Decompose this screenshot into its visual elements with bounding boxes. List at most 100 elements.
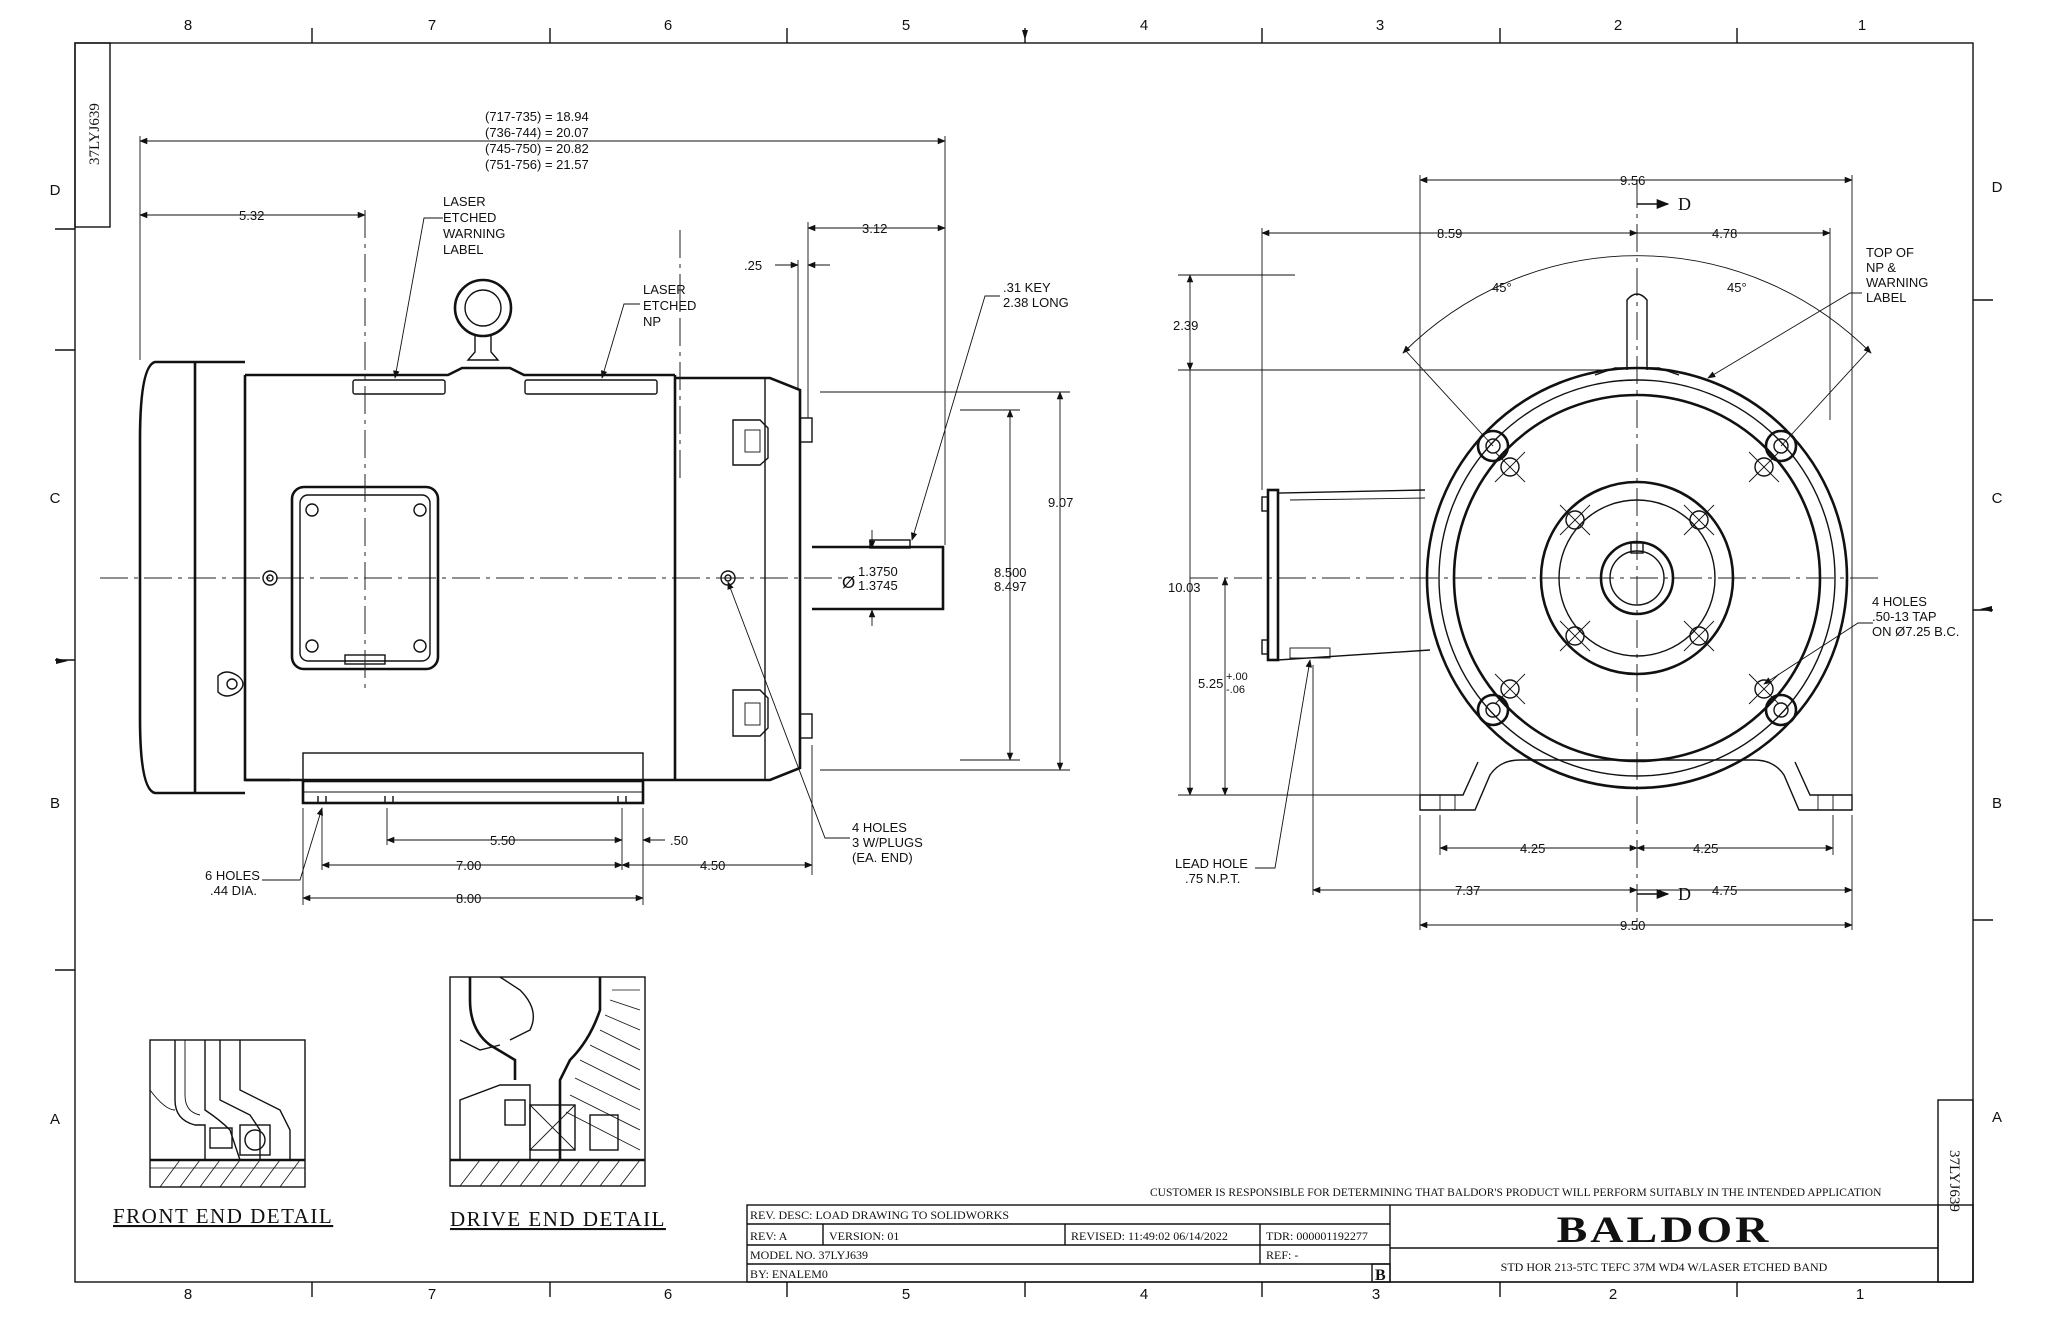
- version: VERSION: 01: [829, 1229, 899, 1243]
- np-label-3: NP: [643, 314, 661, 329]
- end-view-labels: 9.56 8.59 4.78 D D 45° 45° TOP OF NP & W…: [1168, 173, 1959, 933]
- end-holes-label-2: 3 W/PLUGS: [852, 835, 923, 850]
- length-745-750: (745-750) = 20.82: [485, 141, 589, 156]
- side-view-labels: (717-735) = 18.94 (736-744) = 20.07 (745…: [205, 109, 1073, 906]
- dim-8-497: 8.497: [994, 579, 1027, 594]
- dim-5-50: 5.50: [490, 833, 515, 848]
- zone-left-D: D: [50, 182, 61, 199]
- zone-top-6: 6: [664, 17, 672, 34]
- dim-3-12: 3.12: [862, 221, 887, 236]
- drawing-number-top: 37LYJ639: [87, 103, 103, 165]
- drive-end-detail-title: DRIVE END DETAIL: [450, 1207, 666, 1231]
- length-736-744: (736-744) = 20.07: [485, 125, 589, 140]
- zone-bottom-6: 6: [664, 1286, 672, 1303]
- zone-top-2: 2: [1614, 17, 1622, 34]
- lead-hole-label-1: LEAD HOLE: [1175, 856, 1248, 871]
- feet-holes-label-2: .44 DIA.: [210, 883, 257, 898]
- zone-left-A: A: [50, 1111, 60, 1128]
- top-np-label-1: TOP OF: [1866, 245, 1914, 260]
- lead-hole-label-2: .75 N.P.T.: [1185, 871, 1240, 886]
- rev-desc: REV. DESC: LOAD DRAWING TO SOLIDWORKS: [750, 1208, 1009, 1222]
- drawing-number-bottom: 37LYJ639: [1946, 1150, 1962, 1212]
- model-no: MODEL NO. 37LYJ639: [750, 1248, 868, 1262]
- zone-left-B: B: [50, 795, 60, 812]
- description: STD HOR 213-5TC TEFC 37M WD4 W/LASER ETC…: [1501, 1260, 1828, 1274]
- revised: REVISED: 11:49:02 06/14/2022: [1071, 1229, 1228, 1243]
- zone-left-C: C: [50, 490, 61, 507]
- zone-right-D: D: [1992, 179, 2003, 196]
- dim-4-75: 4.75: [1712, 883, 1737, 898]
- dim-7-00: 7.00: [456, 858, 481, 873]
- section-d-top: D: [1678, 194, 1691, 214]
- title-block-text: CUSTOMER IS RESPONSIBLE FOR DETERMINING …: [750, 1187, 1882, 1284]
- warning-label-4: LABEL: [443, 242, 483, 257]
- angle-left: 45°: [1492, 280, 1512, 295]
- zone-bottom-7: 7: [428, 1286, 436, 1303]
- key-label-1: .31 KEY: [1003, 280, 1051, 295]
- feet-holes-label-1: 6 HOLES: [205, 868, 260, 883]
- front-end-detail: [149, 1039, 306, 1188]
- top-np-label-4: LABEL: [1866, 290, 1906, 305]
- end-holes-label-1: 4 HOLES: [852, 820, 907, 835]
- zone-bottom-5: 5: [902, 1286, 910, 1303]
- border: [55, 28, 1993, 1297]
- dim-7-37: 7.37: [1455, 883, 1480, 898]
- dim-4-25-right: 4.25: [1693, 841, 1718, 856]
- zone-labels: 8 7 6 5 4 3 2 1 8 7 6 5 4 3 2 1 D C B A …: [50, 17, 2003, 1303]
- dim-0-50: .50: [670, 833, 688, 848]
- dim-4-50: 4.50: [700, 858, 725, 873]
- disclaimer: CUSTOMER IS RESPONSIBLE FOR DETERMINING …: [1150, 1187, 1882, 1199]
- zone-top-3: 3: [1376, 17, 1384, 34]
- dim-5-25: 5.25: [1198, 676, 1223, 691]
- dim-4-78: 4.78: [1712, 226, 1737, 241]
- zone-top-4: 4: [1140, 17, 1148, 34]
- zone-right-A: A: [1992, 1109, 2002, 1126]
- title-block: [746, 1204, 1974, 1283]
- top-np-label-3: WARNING: [1866, 275, 1928, 290]
- length-751-756: (751-756) = 21.57: [485, 157, 589, 172]
- dim-9-50: 9.50: [1620, 918, 1645, 933]
- shaft-dia-min: 1.3745: [858, 578, 898, 593]
- dim-4-25-left: 4.25: [1520, 841, 1545, 856]
- zone-bottom-4: 4: [1140, 1286, 1148, 1303]
- np-label-1: LASER: [643, 282, 686, 297]
- zone-bottom-8: 8: [184, 1286, 192, 1303]
- detail-titles: FRONT END DETAIL DRIVE END DETAIL: [113, 1204, 666, 1231]
- diameter-symbol: Ø: [842, 573, 855, 592]
- zone-top-1: 1: [1858, 17, 1866, 34]
- warning-label-3: WARNING: [443, 226, 505, 241]
- shaft-dia-max: 1.3750: [858, 564, 898, 579]
- side-view: [100, 136, 1070, 905]
- key-label-2: 2.38 LONG: [1003, 295, 1069, 310]
- baldor-logo: BALDOR: [1557, 1210, 1772, 1251]
- rev: REV: A: [750, 1229, 788, 1243]
- zone-top-5: 5: [902, 17, 910, 34]
- dim-8-00: 8.00: [456, 891, 481, 906]
- zone-right-C: C: [1992, 490, 2003, 507]
- tdr: TDR: 000001192277: [1266, 1229, 1368, 1243]
- drawing-number-tag-bottom: 37LYJ639: [1937, 1099, 1974, 1283]
- tap-label-3: ON Ø7.25 B.C.: [1872, 624, 1959, 639]
- zone-bottom-3: 3: [1372, 1286, 1380, 1303]
- dim-5-32: 5.32: [239, 208, 264, 223]
- sheet-rev: B: [1375, 1267, 1386, 1284]
- tol-plus: +.00: [1226, 671, 1248, 683]
- angle-right: 45°: [1727, 280, 1747, 295]
- zone-bottom-1: 1: [1856, 1286, 1864, 1303]
- tap-label-1: 4 HOLES: [1872, 594, 1927, 609]
- drive-end-detail: [449, 976, 646, 1187]
- warning-label-2: ETCHED: [443, 210, 496, 225]
- section-d-bottom: D: [1678, 884, 1691, 904]
- ref: REF: -: [1266, 1248, 1298, 1262]
- by: BY: ENALEM0: [750, 1267, 828, 1281]
- dim-10-03: 10.03: [1168, 580, 1201, 595]
- dim-8-59: 8.59: [1437, 226, 1462, 241]
- end-view: [1178, 175, 1880, 930]
- tol-minus: -.06: [1226, 684, 1245, 696]
- dim-2-39: 2.39: [1173, 318, 1198, 333]
- end-holes-label-3: (EA. END): [852, 850, 913, 865]
- zone-top-8: 8: [184, 17, 192, 34]
- zone-right-B: B: [1992, 795, 2002, 812]
- warning-label-1: LASER: [443, 194, 486, 209]
